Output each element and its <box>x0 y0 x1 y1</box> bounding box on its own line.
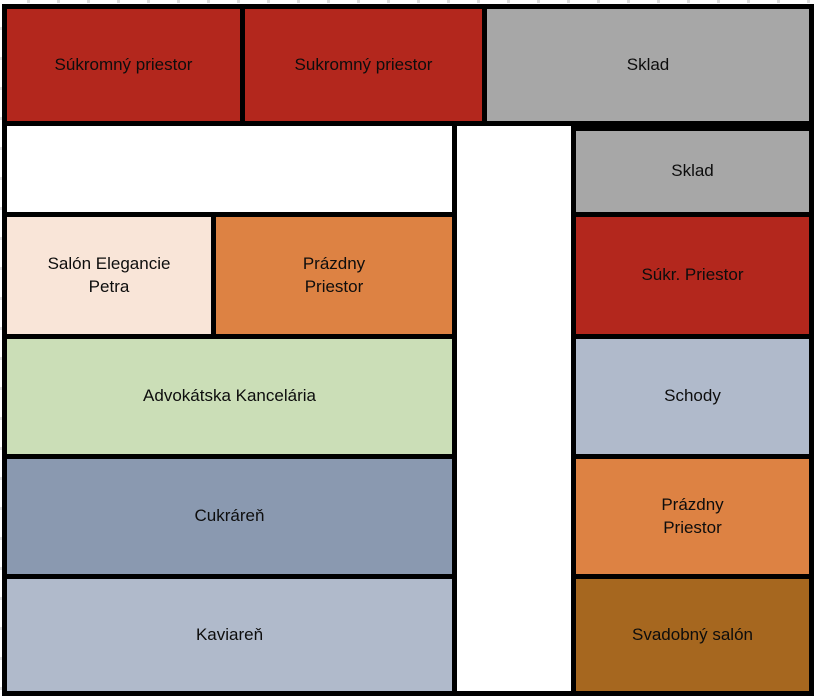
room-prazdny-priestor-1[interactable]: Prázdny Priestor <box>211 212 457 339</box>
room-label: Advokátska Kancelária <box>143 386 316 406</box>
room-label: Salón Elegancie Petra <box>47 253 171 296</box>
ruler-ticks-left <box>0 0 2 696</box>
room-label: Súkr. Priestor <box>641 265 744 285</box>
room-sklad-1[interactable]: Sklad <box>482 4 814 126</box>
room-prazdny-priestor-2[interactable]: Prázdny Priestor <box>571 454 814 579</box>
room-cukraren[interactable]: Cukráreň <box>2 454 457 579</box>
room-sukr-priestor[interactable]: Súkr. Priestor <box>571 212 814 339</box>
room-label: Cukráreň <box>194 506 265 526</box>
room-label: Sklad <box>626 54 670 74</box>
room-label: Schody <box>664 386 721 406</box>
room-svadobny-salon[interactable]: Svadobný salón <box>571 574 814 696</box>
room-corridor[interactable] <box>452 121 576 696</box>
room-label: Súkromný priestor <box>54 54 193 74</box>
room-label: Kaviareň <box>195 624 264 644</box>
room-sklad-2[interactable]: Sklad <box>571 126 814 217</box>
room-schody[interactable]: Schody <box>571 334 814 459</box>
ruler-ticks-top <box>0 0 816 3</box>
room-label: Sklad <box>671 161 714 181</box>
room-label: Prázdny Priestor <box>661 494 724 537</box>
room-label: Prázdny Priestor <box>302 253 366 296</box>
room-advokatska-kancelaria[interactable]: Advokátska Kancelária <box>2 334 457 459</box>
room-label: Svadobný salón <box>632 624 753 644</box>
room-kaviaren[interactable]: Kaviareň <box>2 574 457 696</box>
room-sukromny-priestor-1[interactable]: Súkromný priestor <box>2 4 245 126</box>
room-sukromny-priestor-2[interactable]: Sukromný priestor <box>240 4 487 126</box>
room-salon-elegancie-petra[interactable]: Salón Elegancie Petra <box>2 212 216 339</box>
room-label: Sukromný priestor <box>294 54 433 74</box>
